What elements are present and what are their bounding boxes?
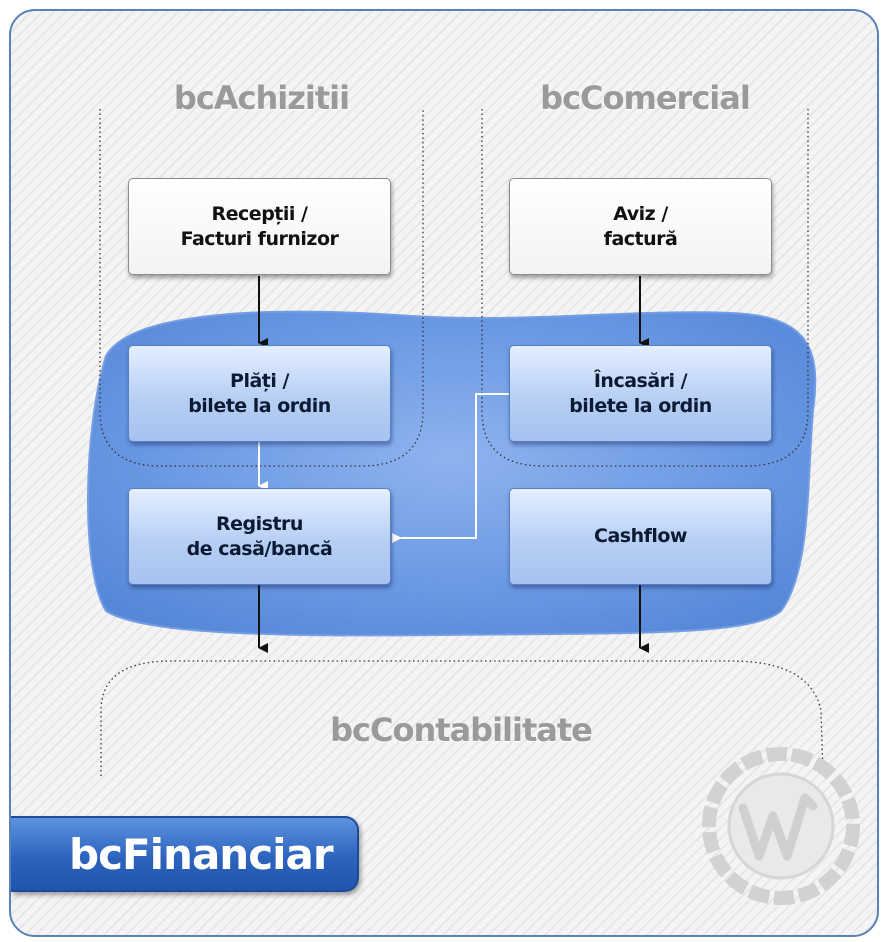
box-incasari: Încasări / bilete la ordin [509,345,772,442]
box-receptii-label: Recepții / Facturi furnizor [180,202,339,250]
box-plati: Plăți / bilete la ordin [128,345,391,442]
financiar-badge: bcFinanciar [11,816,359,892]
achizitii-region [99,109,424,467]
module-title-contabilitate: bcContabilitate [330,711,593,749]
contabilitate-region [100,660,824,777]
box-cashflow-label: Cashflow [594,525,688,547]
box-registru-label: Registru de casă/bancă [186,512,333,560]
logo-watermark-icon [702,747,860,905]
box-cashflow: Cashflow [509,488,772,585]
module-title-comercial: bcComercial [540,79,751,117]
box-receptii: Recepții / Facturi furnizor [128,178,391,275]
box-aviz: Aviz / factură [509,178,772,275]
box-registru: Registru de casă/bancă [128,488,391,585]
box-incasari-label: Încasări / bilete la ordin [569,369,712,417]
box-aviz-label: Aviz / factură [603,202,678,250]
box-plati-label: Plăți / bilete la ordin [188,369,331,417]
module-title-achizitii: bcAchizitii [173,79,350,117]
diagram-frame: bcAchizitii bcComercial bcContabilitate … [9,9,879,937]
financiar-badge-label: bcFinanciar [69,829,334,879]
arrow-incasari-registru [392,393,509,543]
